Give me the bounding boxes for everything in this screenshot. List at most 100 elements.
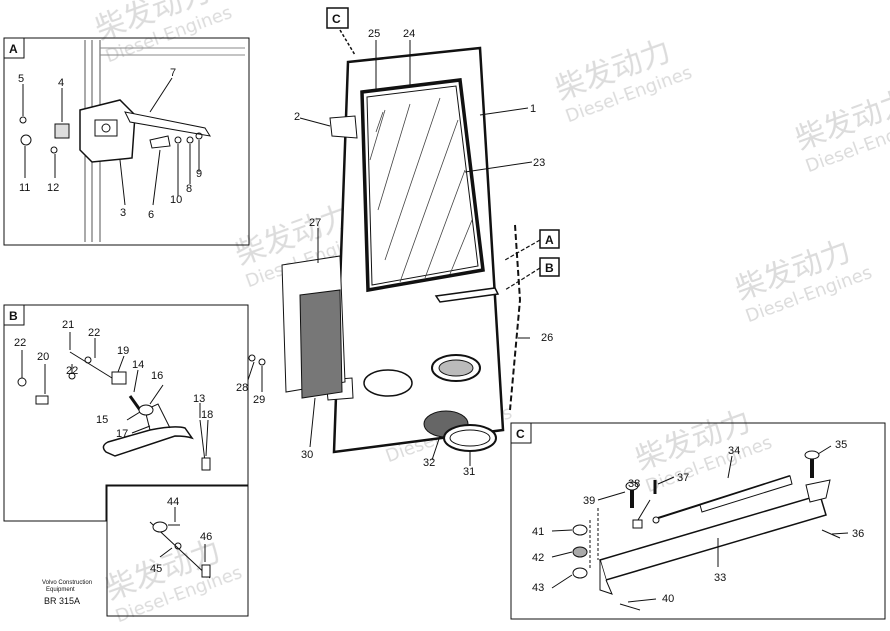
panel-c-letter: C <box>516 427 525 441</box>
lock-plate <box>94 119 118 137</box>
part-13-label: 13 <box>193 393 205 405</box>
striker-plate <box>54 123 70 139</box>
part-37-label: 37 <box>677 472 689 484</box>
panel-a-leaders <box>22 77 200 206</box>
washer-22 <box>84 356 92 364</box>
part-24-label: 24 <box>403 28 415 40</box>
footer-code: BR 315A <box>44 596 80 606</box>
bracket-dashes <box>589 508 599 570</box>
bolt-35-head <box>804 450 820 460</box>
part-11-label: 11 <box>19 182 30 194</box>
door-window <box>360 78 485 293</box>
part-17-label: 17 <box>116 428 128 440</box>
panel-b-leaders <box>21 332 209 457</box>
part-36-label: 36 <box>852 528 864 540</box>
part-28-label: 28 <box>236 382 248 394</box>
part-38-label: 38 <box>628 478 640 490</box>
door-slot-left <box>363 369 413 397</box>
bracket-tab <box>805 479 831 503</box>
sleeve-15 <box>138 404 154 416</box>
window-inner <box>366 85 479 286</box>
panel-a-frame <box>3 37 250 246</box>
pin-36 <box>821 529 841 539</box>
part-45-label: 45 <box>150 563 162 575</box>
seal-31 <box>443 424 497 452</box>
screw-29 <box>258 358 266 366</box>
part-20-label: 20 <box>37 351 49 363</box>
rod-21 <box>69 351 113 379</box>
main-door: C A B 25 <box>236 7 560 478</box>
part-22-label: 22 <box>14 337 26 349</box>
part-3-label: 3 <box>120 207 126 219</box>
part-14-label: 14 <box>132 359 144 371</box>
part-22-label: 22 <box>88 327 100 339</box>
seal-31-inner <box>449 429 491 447</box>
part-23-label: 23 <box>533 157 545 169</box>
part-39-label: 39 <box>583 495 595 507</box>
part-21-label: 21 <box>62 319 74 331</box>
lock-body <box>79 99 136 163</box>
part-16-label: 16 <box>151 370 163 382</box>
part-9-label: 9 <box>196 168 202 180</box>
strut-end <box>652 516 660 524</box>
pin-40 <box>619 603 641 611</box>
part-12-label: 12 <box>47 182 59 194</box>
part-5-label: 5 <box>18 73 24 85</box>
part-15-label: 15 <box>96 414 108 426</box>
detail-leaders <box>159 507 206 562</box>
bolt-39-head <box>625 481 639 491</box>
part-31-label: 31 <box>463 466 475 478</box>
washer-22c <box>17 377 27 387</box>
footer-line2: Equipment <box>46 587 75 593</box>
part-42-label: 42 <box>532 552 544 564</box>
part-43-label: 43 <box>532 582 544 594</box>
part-32-label: 32 <box>423 457 435 469</box>
panel-c: C 34 35 36 37 38 39 41 42 43 33 <box>510 422 886 620</box>
bracket-33 <box>599 494 827 581</box>
panel-c-tag <box>510 422 532 444</box>
callout-c-arrow <box>339 29 356 56</box>
nut-9 <box>195 132 203 140</box>
part-18-label: 18 <box>201 409 213 421</box>
part-30-label: 30 <box>301 449 313 461</box>
part-26-label: 26 <box>541 332 553 344</box>
detail-clip <box>174 542 182 550</box>
washer-8 <box>186 136 194 144</box>
footer-line1: Volvo Construction <box>42 580 92 586</box>
part-27-label: 27 <box>309 217 321 229</box>
outer-handle <box>102 426 194 457</box>
spring-14 <box>128 395 142 411</box>
part-34-label: 34 <box>728 445 740 457</box>
part-29-label: 29 <box>253 394 265 406</box>
panel-a: A 5 4 7 11 12 3 6 10 8 9 <box>3 37 250 246</box>
part-44-label: 44 <box>167 496 179 508</box>
washer-41 <box>572 524 588 536</box>
lock-catch <box>149 135 171 149</box>
washer-10 <box>174 136 182 144</box>
screw-5 <box>19 116 27 124</box>
part-33-label: 33 <box>714 572 726 584</box>
lock-cylinder-19 <box>111 371 127 385</box>
part-6-label: 6 <box>148 209 154 221</box>
callout-c-letter: C <box>332 12 341 26</box>
lock-screw <box>101 123 111 133</box>
panel-b-detail: 44 45 46 <box>106 485 249 617</box>
part-40-label: 40 <box>662 593 674 605</box>
part-41-label: 41 <box>532 526 544 538</box>
panel-b-frame <box>3 304 249 522</box>
part-7-label: 7 <box>170 67 176 79</box>
bracket-33-end <box>599 560 613 595</box>
nut-38 <box>632 519 643 529</box>
gas-strut-body <box>699 475 793 513</box>
part-35-label: 35 <box>835 439 847 451</box>
detail-sleeve <box>152 521 168 533</box>
callout-a <box>539 229 560 249</box>
panel-c-leaders <box>551 445 849 603</box>
callout-ab-arrows <box>504 239 541 291</box>
part-2-label: 2 <box>294 111 300 123</box>
rubber-strip-26 <box>509 224 522 411</box>
detail-key <box>201 564 211 578</box>
part-46-label: 46 <box>200 531 212 543</box>
part-25-label: 25 <box>368 28 380 40</box>
